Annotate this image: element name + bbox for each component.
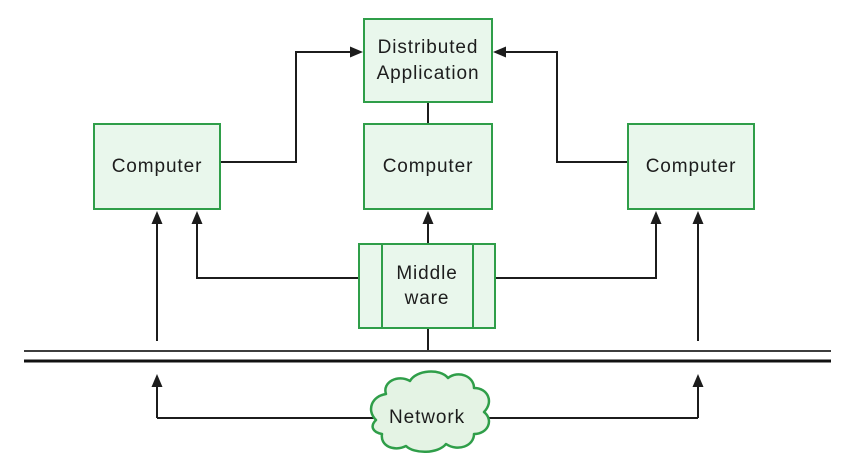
- distributed-application-node: Distributed Application: [363, 18, 493, 103]
- middleware-left-bar: [381, 245, 383, 327]
- connector-bus-to-computer-left: [151, 211, 163, 341]
- distributed-application-label: Distributed Application: [376, 37, 480, 84]
- computer-right-node: Computer: [627, 123, 755, 210]
- connector-computer-left-to-da: [221, 46, 363, 163]
- connector-middleware-to-computer-right: [496, 211, 662, 279]
- connector-middleware-to-computer-left: [191, 211, 358, 279]
- arrowhead-up: [422, 211, 434, 224]
- arrowhead-up: [692, 211, 704, 224]
- arrowhead-left: [493, 46, 506, 58]
- arrowhead-up: [151, 374, 163, 387]
- connector-computer-right-to-da: [493, 46, 627, 163]
- connector-network-to-bus-left: [151, 374, 163, 418]
- connector-network-to-bus-right: [692, 374, 704, 418]
- computer-center-label: Computer: [382, 155, 474, 177]
- middleware-label: Middle ware: [396, 262, 458, 309]
- connector-bus-to-computer-right: [692, 211, 704, 341]
- arrowhead-up: [650, 211, 662, 224]
- computer-left-node: Computer: [93, 123, 221, 210]
- middleware-node: Middle ware: [358, 243, 496, 329]
- arrowhead-up: [191, 211, 203, 224]
- computer-left-label: Computer: [111, 155, 203, 177]
- arrowhead-right: [350, 46, 363, 58]
- connector-middleware-to-computer-center: [422, 211, 434, 243]
- middleware-right-bar: [472, 245, 474, 327]
- arrowhead-up: [151, 211, 163, 224]
- computer-center-node: Computer: [363, 123, 493, 210]
- network-cloud-label: Network: [389, 407, 465, 428]
- computer-right-label: Computer: [645, 155, 737, 177]
- arrowhead-up: [692, 374, 704, 387]
- network-cloud: [369, 370, 491, 453]
